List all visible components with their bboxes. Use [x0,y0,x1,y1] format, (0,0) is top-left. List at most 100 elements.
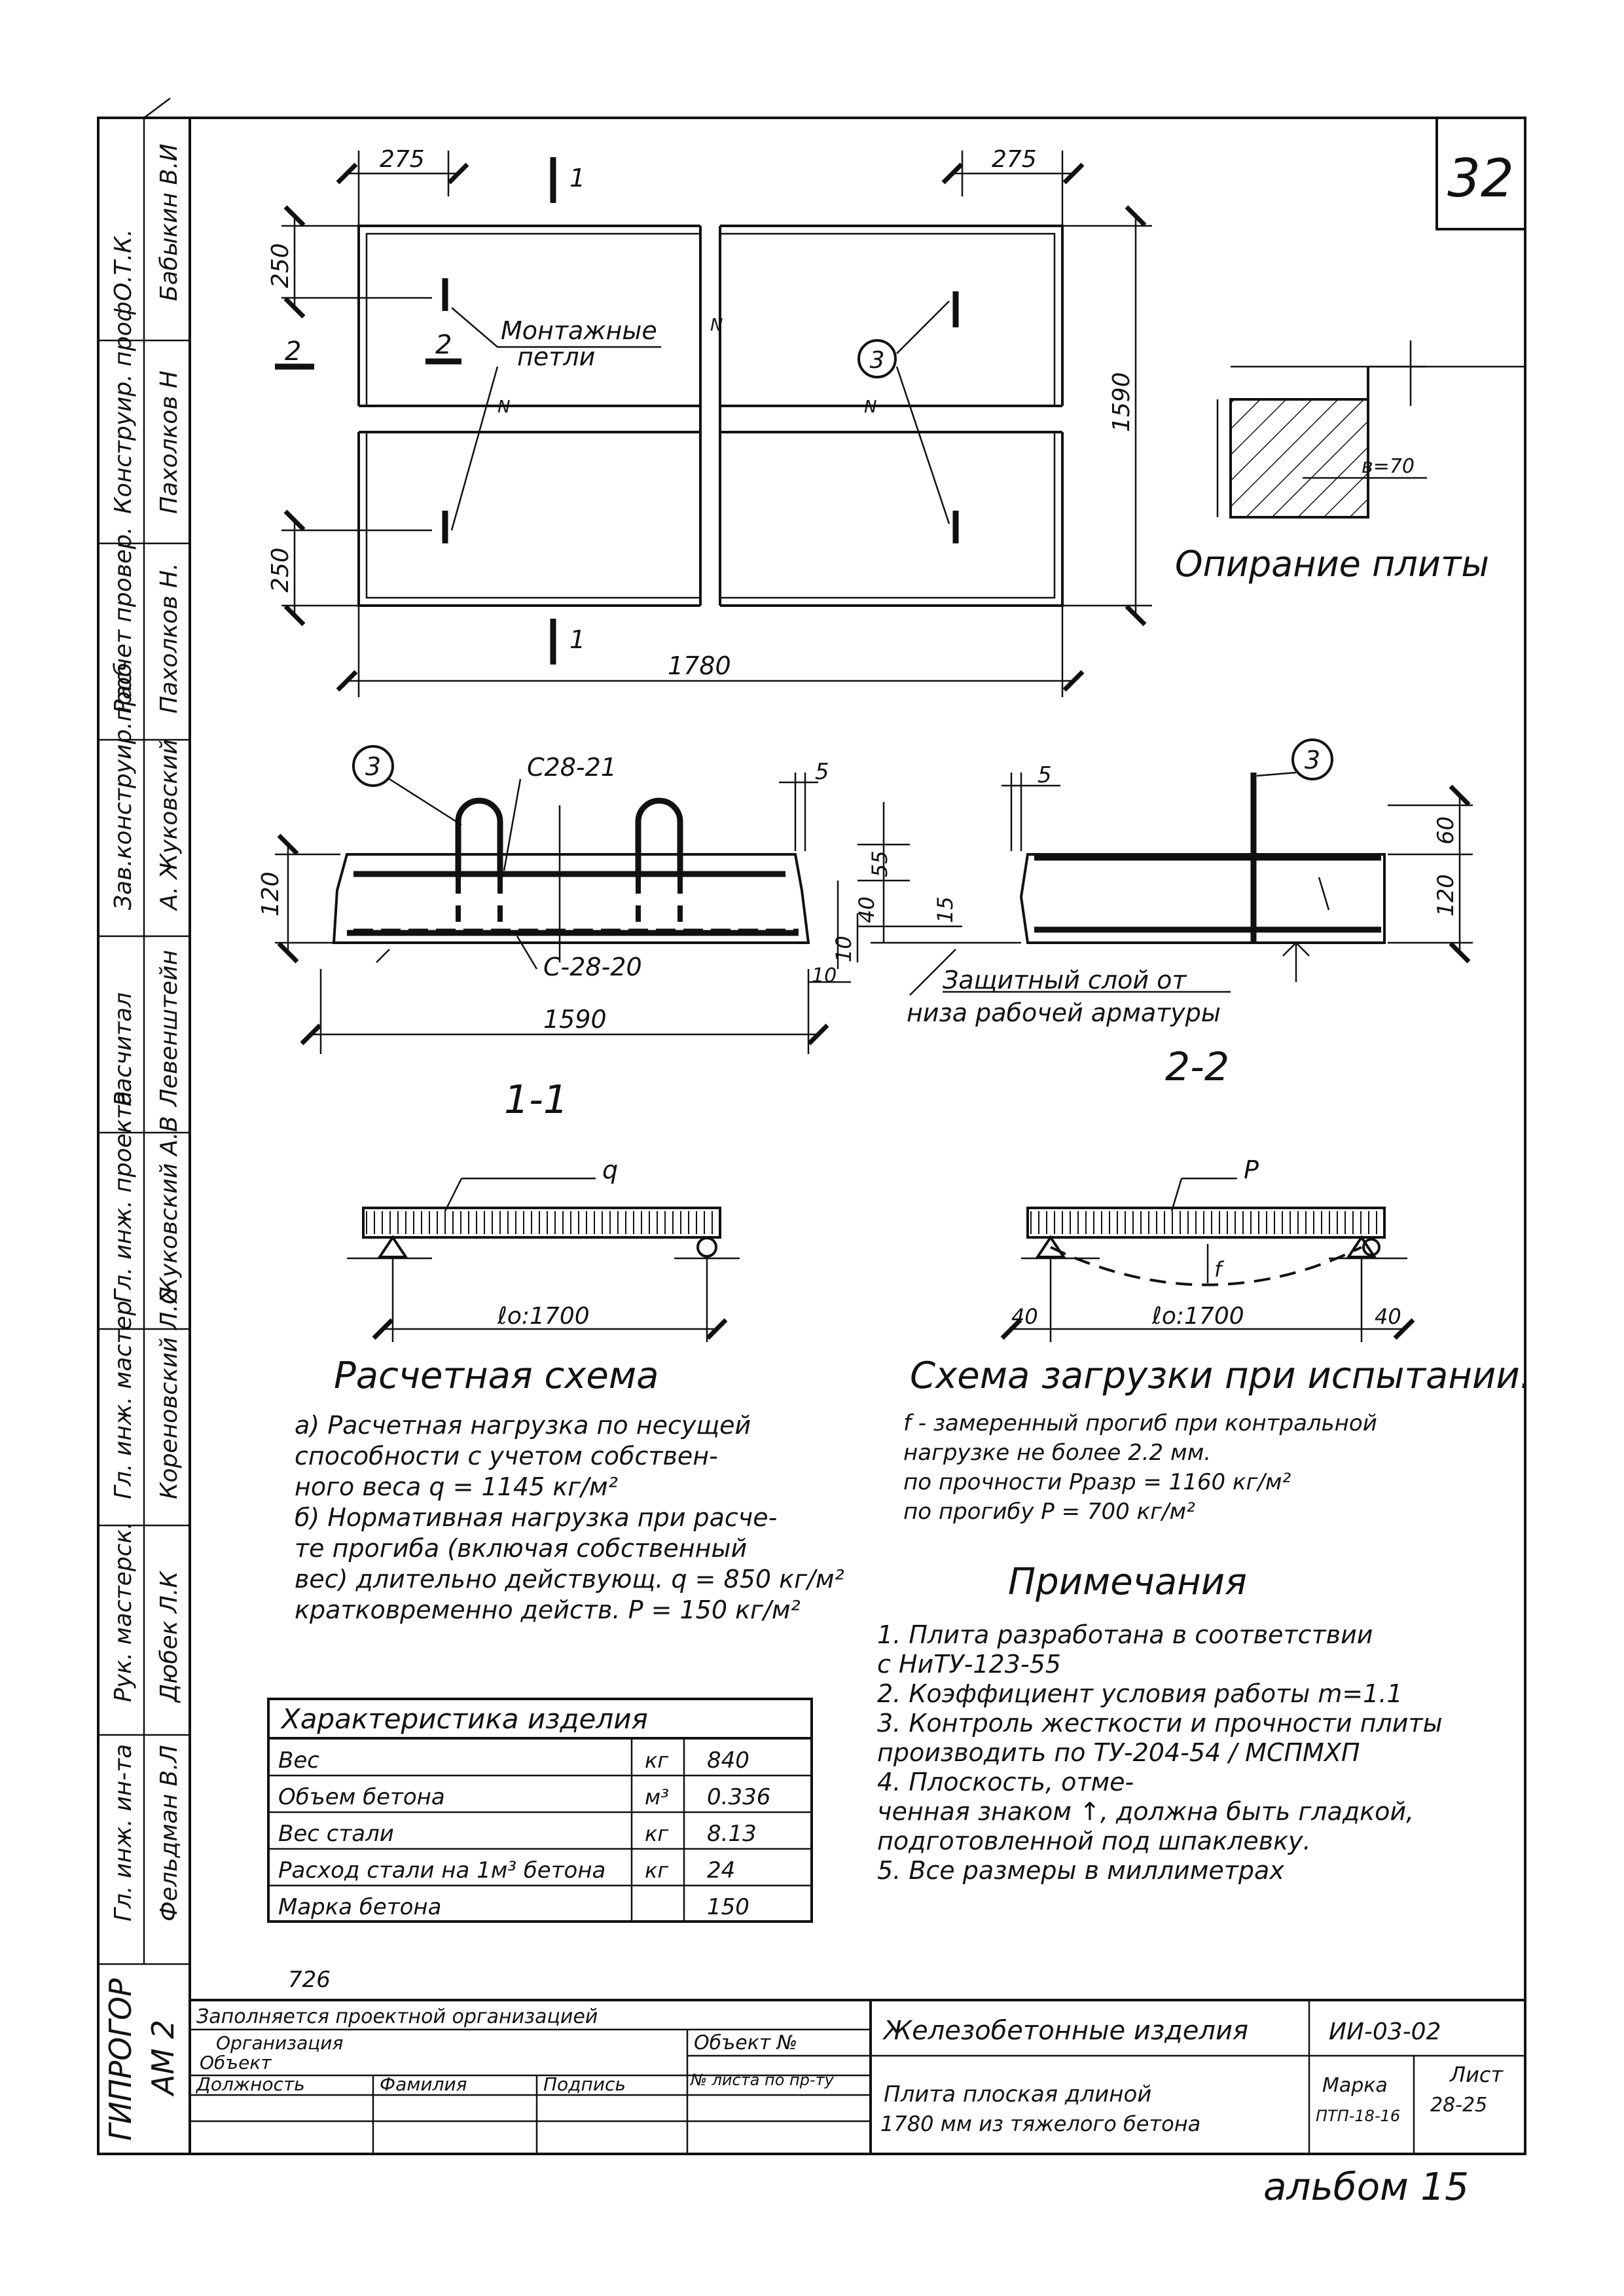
spec-row-name: Марка бетона [278,1894,442,1920]
stamp-role: Гл. инж. мастер [110,1301,137,1499]
note-line: б) Нормативная нагрузка при расче- [295,1503,777,1532]
side-stamp: О.Т.К. Бабыкин В.И Конструир. проф Пахолков… [110,143,183,1922]
svg-text:10: 10 [831,936,856,962]
svg-text:низа рабочей арматуры: низа рабочей арматуры [907,998,1221,1027]
svg-text:5: 5 [1038,762,1052,788]
spec-row-unit: кг [645,1748,668,1773]
svg-text:P: P [1244,1156,1259,1184]
spec-row-unit: кг [645,1858,668,1883]
svg-text:55: 55 [867,850,892,877]
calc-scheme: q ℓo:1700 Расчетная схема а) Расчетная н… [295,1156,844,1624]
svg-text:С28-21: С28-21 [527,753,617,782]
note-line: нагрузке не более 2.2 мм. [903,1440,1211,1466]
note-line: 3. Контроль жесткости и прочности плиты [877,1709,1443,1738]
svg-text:15: 15 [933,896,958,923]
title-block: 726 Заполняется проектной организацией О… [190,1967,1525,2154]
svg-text:Объект №: Объект № [694,2032,797,2054]
svg-text:Организация: Организация [216,2032,343,2054]
note-line: по прочности Pразр = 1160 кг/м² [903,1469,1291,1495]
svg-text:28-25: 28-25 [1430,2094,1487,2117]
note-line: ченная знаком ↑, должна быть гладкой, [877,1797,1414,1826]
sheet-number: 32 [1447,148,1514,209]
svg-text:Защитный слой от: Защитный слой от [943,966,1187,994]
spec-row-value: 24 [707,1857,735,1884]
spec-row-value: 150 [707,1894,749,1920]
svg-text:250: 250 [267,243,294,288]
note-line: 2. Коэффициент условия работы m=1.1 [877,1679,1403,1708]
stamp-name: А. Жуковский [156,739,183,911]
remarks-title: Примечания [1008,1561,1247,1603]
svg-text:№ листа по пр-ту: № листа по пр-ту [689,2071,835,2089]
spec-row-name: Вес [278,1747,319,1774]
svg-text:петли: петли [517,342,595,371]
note-line: с НиТУ-123-55 [877,1650,1061,1679]
stamp-role: О.Т.К. [110,229,137,301]
svg-text:3: 3 [365,752,381,781]
plan-view: 3 Монтажные петли N N N 1 1 2 2 275 275 … [267,146,1152,697]
svg-text:1590: 1590 [1108,372,1135,432]
svg-text:ℓo:1700: ℓo:1700 [1151,1303,1244,1330]
svg-text:275: 275 [992,146,1037,173]
svg-text:Подпись: Подпись [543,2073,626,2095]
note-line: вес) длительно действующ. q = 850 кг/м² [295,1565,844,1594]
section-2-2-title: 2-2 [1165,1044,1229,1090]
svg-text:40: 40 [1011,1304,1038,1329]
svg-text:в=70: в=70 [1362,455,1415,478]
svg-text:1780 мм из тяжелого бетона: 1780 мм из тяжелого бетона [880,2111,1200,2136]
stamp-role: Конструир. проф [110,302,137,514]
stamp-role: Зав.конструир.проб [110,663,137,910]
svg-text:3: 3 [1305,746,1320,774]
svg-text:40: 40 [1375,1304,1401,1329]
calc-scheme-title: Расчетная схема [334,1355,659,1397]
note-line: способности с учетом собствен- [295,1442,718,1470]
note-line: кратковременно действ. P = 150 кг/м² [295,1595,801,1624]
note-line: по прогибу P = 700 кг/м² [903,1499,1195,1525]
spec-row-unit: кг [645,1821,668,1846]
svg-text:1590: 1590 [543,1005,607,1034]
svg-text:726: 726 [288,1967,331,1993]
test-scheme: P f 40 40 ℓo:1700 Схема загрузки при исп… [903,1156,1532,1525]
svg-text:3: 3 [870,347,885,374]
stamp-role: Гл. инж. проекта [110,1091,137,1303]
spec-row-value: 0.336 [707,1784,770,1810]
section-1-1-title: 1-1 [504,1077,568,1123]
side-stamp-grid [98,339,190,1965]
stamp-name: Пахолков Н [156,371,183,514]
spec-row-value: 840 [707,1747,749,1774]
svg-text:f: f [1214,1257,1225,1282]
svg-text:120: 120 [257,871,284,917]
svg-text:2: 2 [435,330,452,360]
svg-text:250: 250 [267,547,294,592]
note-line: f - замеренный прогиб при контральной [903,1410,1377,1436]
stamp-role: Гл. инж. ин-та [110,1744,137,1922]
note-line: 5. Все размеры в миллиметрах [877,1856,1284,1885]
stamp-role: Расчитал [110,993,137,1106]
calc-notes: а) Расчетная нагрузка по несущейспособно… [295,1411,844,1624]
svg-text:5: 5 [815,759,829,785]
spec-row-name: Объем бетона [278,1784,445,1810]
svg-text:N: N [710,316,723,335]
svg-text:1: 1 [569,164,585,192]
stamp-name: Бабыкин В.И [156,143,183,301]
org-name: ГИПРОГОР [103,1978,138,2141]
album-label: альбом 15 [1263,2164,1469,2209]
stamp-name: Левенштейн [156,950,183,1108]
sheet-frame [97,117,1526,2155]
note-line: а) Расчетная нагрузка по несущей [295,1411,751,1440]
svg-text:1: 1 [569,625,585,654]
svg-text:Плита плоская длиной: Плита плоская длиной [884,2081,1151,2107]
note-line: подготовленной под шпаклевку. [877,1827,1311,1855]
support-detail: в=70 Опирание плиты [1175,340,1525,585]
note-line: производить по ТУ-204-54 / МСПМХП [877,1738,1360,1767]
spec-row-unit: м³ [645,1785,669,1810]
svg-text:Лист: Лист [1449,2062,1504,2087]
section-1-1: 3 С28-21 С-28-20 120 1590 5 10 1-1 [257,745,851,1123]
spec-row-name: Вес стали [278,1821,394,1847]
svg-text:Фамилия: Фамилия [380,2073,467,2095]
note-line: те прогиба (включая собственный [295,1534,747,1563]
support-title: Опирание плиты [1175,543,1489,585]
spec-row-value: 8.13 [707,1821,757,1847]
svg-text:С-28-20: С-28-20 [543,953,642,981]
